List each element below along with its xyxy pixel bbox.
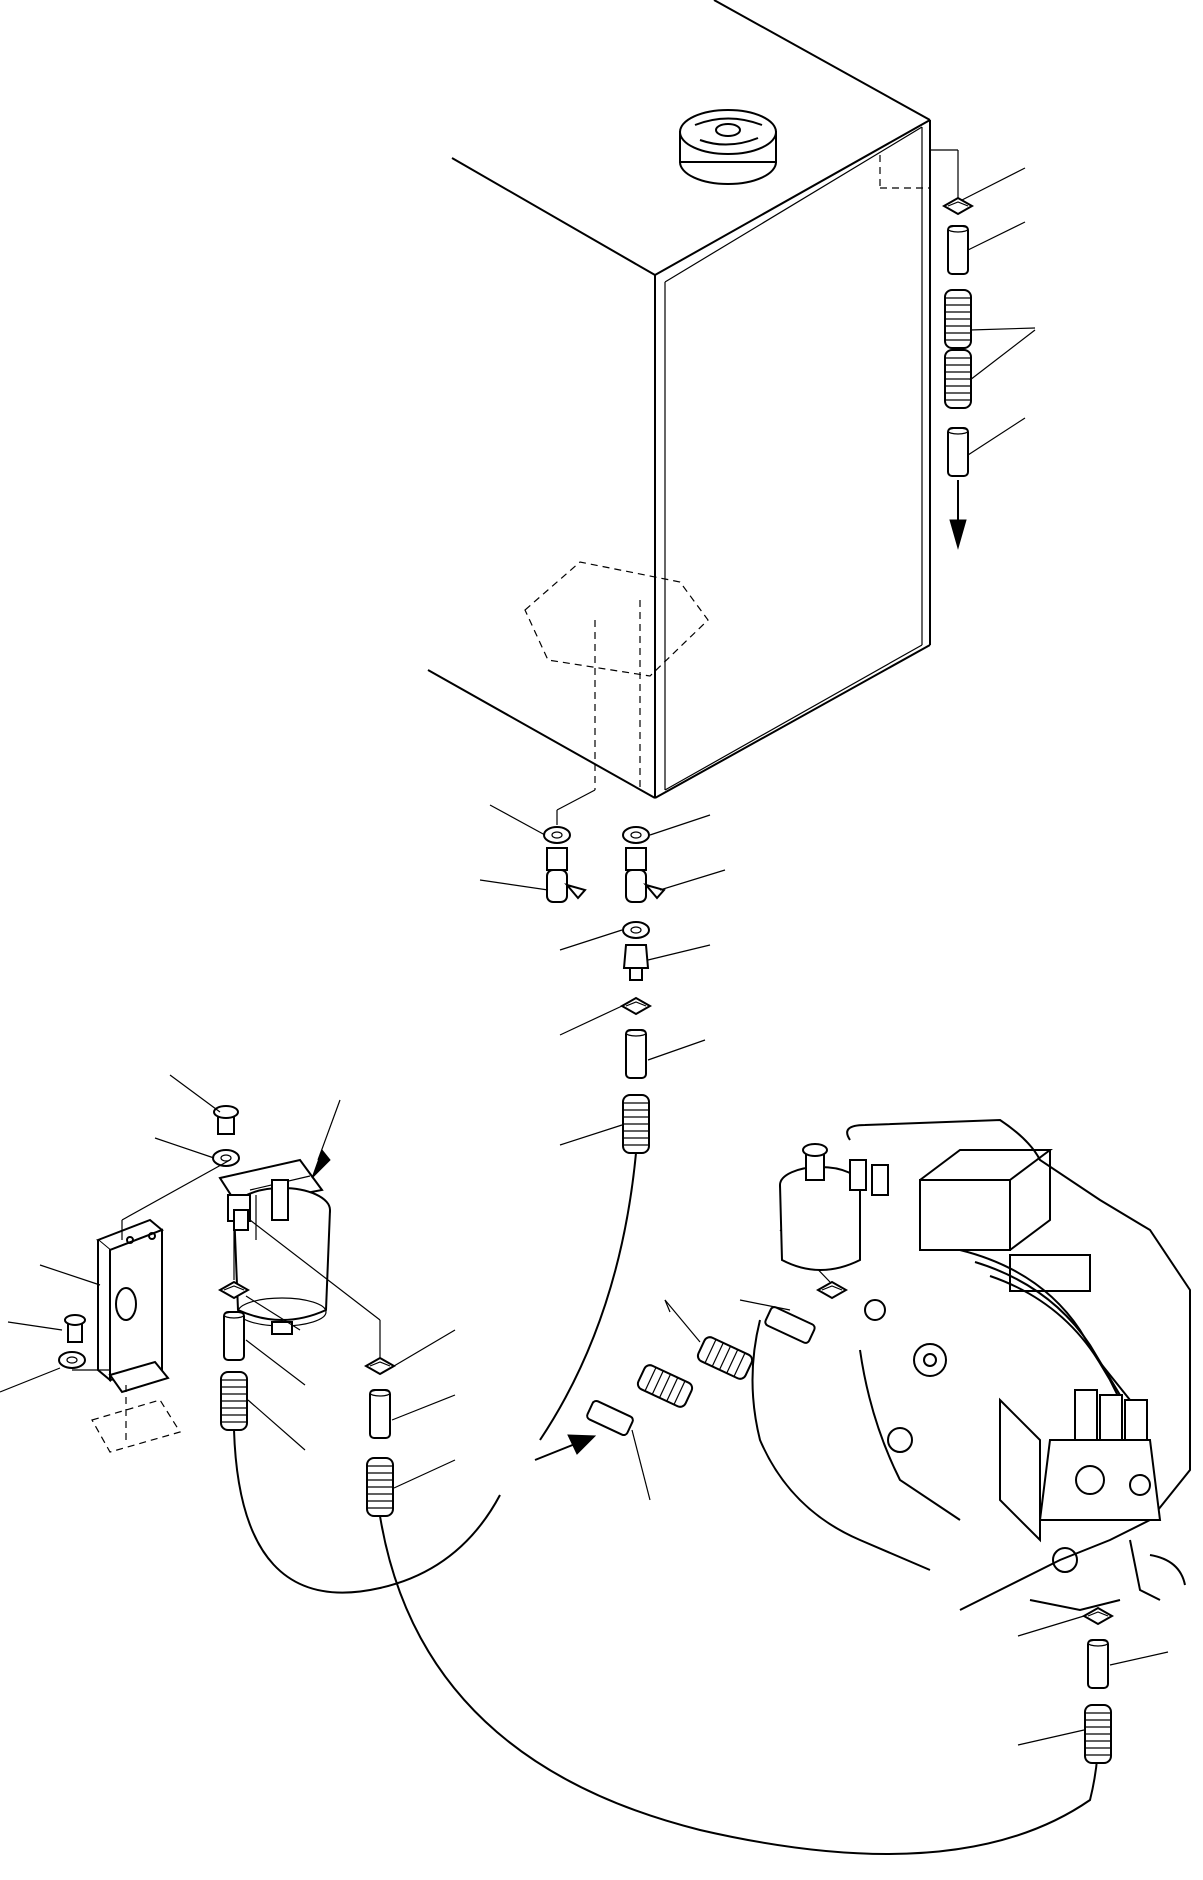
leader-lines-right [961, 167, 1036, 456]
fuel-tank [427, 0, 931, 799]
engine-return-hoses [1017, 1607, 1169, 1764]
engine-feed-hoses [534, 1229, 847, 1501]
water-separator [212, 1105, 331, 1335]
filter-bracket [91, 1218, 181, 1453]
leader-lines-left [0, 1074, 456, 1489]
fuel-hose-routes [233, 1152, 1100, 1855]
leader-lines-center [479, 804, 726, 1146]
tank-outlet-valves [543, 789, 666, 1154]
bracket-bolts [58, 1159, 231, 1371]
tank-return-line [930, 149, 973, 550]
engine-assembly [751, 1118, 1191, 1612]
filler-cap [679, 109, 777, 185]
filter-hoses [219, 1219, 395, 1517]
